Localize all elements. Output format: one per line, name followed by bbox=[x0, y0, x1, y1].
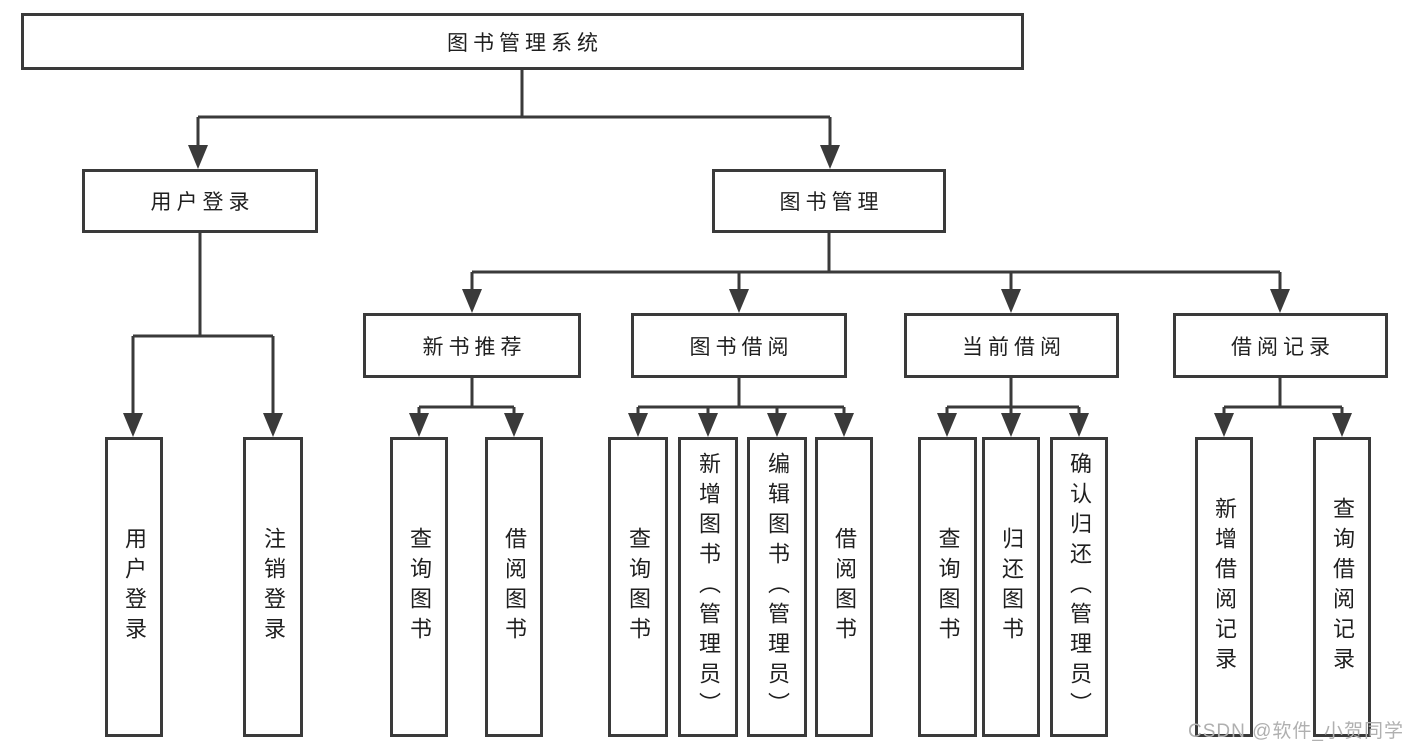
leaf-add-borrow-record-label: 新增借阅记录 bbox=[1212, 497, 1237, 677]
leaf-borrow-books-1: 借阅图书 bbox=[485, 437, 543, 737]
leaf-query-books-2: 查询图书 bbox=[608, 437, 668, 737]
watermark: CSDN @软件_小贺同学 bbox=[1188, 721, 1404, 742]
leaf-query-borrow-record: 查询借阅记录 bbox=[1313, 437, 1371, 737]
node-borrow-records: 借阅记录 bbox=[1173, 313, 1388, 378]
arrowhead-v2 bbox=[263, 413, 283, 437]
arrowhead-v5 bbox=[628, 413, 648, 437]
arrowhead-v8 bbox=[834, 413, 854, 437]
arrowhead-v10 bbox=[1001, 413, 1021, 437]
node-book-borrow: 图书借阅 bbox=[631, 313, 847, 378]
node-new-book-rec: 新书推荐 bbox=[363, 313, 581, 378]
leaf-borrow-books-1-label: 借阅图书 bbox=[502, 527, 527, 647]
arrowhead-mgmt bbox=[820, 145, 840, 169]
leaf-borrow-books-2: 借阅图书 bbox=[815, 437, 873, 737]
leaf-confirm-return-admin-label: 确认归还（管理员） bbox=[1067, 452, 1092, 722]
leaf-edit-book-admin: 编辑图书（管理员） bbox=[747, 437, 807, 737]
arrowhead-l3-3 bbox=[1001, 289, 1021, 313]
node-new-book-rec-label: 新书推荐 bbox=[422, 335, 527, 359]
leaf-user-login: 用户登录 bbox=[105, 437, 163, 737]
node-root-label: 图书管理系统 bbox=[447, 31, 603, 55]
leaf-borrow-books-2-label: 借阅图书 bbox=[832, 527, 857, 647]
node-current-borrow: 当前借阅 bbox=[904, 313, 1119, 378]
node-borrow-records-label: 借阅记录 bbox=[1231, 335, 1335, 359]
arrowhead-l3-4 bbox=[1270, 289, 1290, 313]
leaf-confirm-return-admin: 确认归还（管理员） bbox=[1050, 437, 1108, 737]
leaf-query-books-3-label: 查询图书 bbox=[935, 527, 961, 647]
leaf-query-books-3: 查询图书 bbox=[918, 437, 977, 737]
node-user-login: 用户登录 bbox=[82, 169, 318, 233]
node-current-borrow-label: 当前借阅 bbox=[962, 335, 1066, 359]
leaf-edit-book-admin-label: 编辑图书（管理员） bbox=[765, 452, 790, 722]
arrowhead-v6 bbox=[698, 413, 718, 437]
arrowhead-v1 bbox=[123, 413, 143, 437]
leaf-query-books-2-label: 查询图书 bbox=[626, 527, 651, 647]
arrowhead-l3-1 bbox=[462, 289, 482, 313]
arrowhead-v13 bbox=[1332, 413, 1352, 437]
node-book-mgmt: 图书管理 bbox=[712, 169, 946, 233]
leaf-add-borrow-record: 新增借阅记录 bbox=[1195, 437, 1253, 737]
arrowhead-v4 bbox=[504, 413, 524, 437]
leaf-add-book-admin: 新增图书（管理员） bbox=[678, 437, 738, 737]
leaf-logout-login: 注销登录 bbox=[243, 437, 303, 737]
leaf-return-books-label: 归还图书 bbox=[999, 527, 1024, 647]
arrowhead-l3-2 bbox=[729, 289, 749, 313]
leaf-query-books-1: 查询图书 bbox=[390, 437, 448, 737]
arrowhead-login bbox=[188, 145, 208, 169]
arrowhead-v12 bbox=[1214, 413, 1234, 437]
node-book-borrow-label: 图书借阅 bbox=[689, 335, 794, 359]
leaf-add-book-admin-label: 新增图书（管理员） bbox=[696, 452, 721, 722]
arrowhead-v9 bbox=[937, 413, 957, 437]
node-book-mgmt-label: 图书管理 bbox=[779, 191, 884, 214]
node-user-login-label: 用户登录 bbox=[150, 191, 255, 214]
leaf-query-books-1-label: 查询图书 bbox=[407, 527, 432, 647]
leaf-logout-login-label: 注销登录 bbox=[261, 527, 286, 647]
arrowhead-v11 bbox=[1069, 413, 1089, 437]
arrowhead-v3 bbox=[409, 413, 429, 437]
leaf-query-borrow-record-label: 查询借阅记录 bbox=[1330, 497, 1355, 677]
leaf-return-books: 归还图书 bbox=[982, 437, 1040, 737]
node-root: 图书管理系统 bbox=[21, 13, 1024, 70]
leaf-user-login-label: 用户登录 bbox=[122, 527, 147, 647]
arrowhead-v7 bbox=[767, 413, 787, 437]
